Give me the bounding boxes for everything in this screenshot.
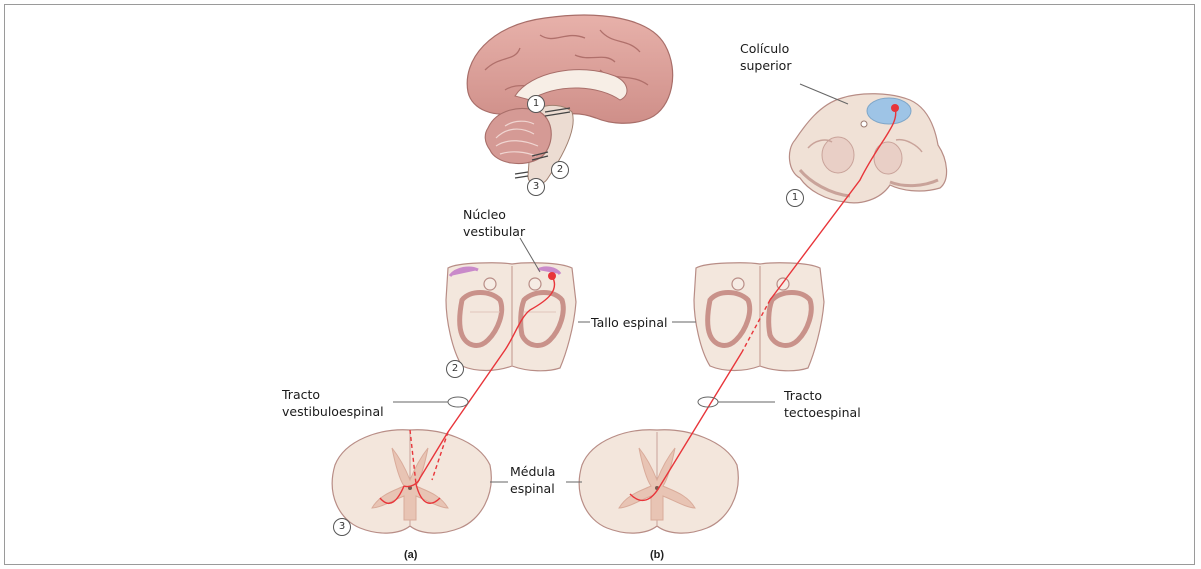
panel-label-b: (b) [650, 549, 664, 561]
label-brainstem: Tallo espinal [591, 314, 667, 331]
panel-label-a: (a) [404, 549, 417, 561]
label-superior-colliculus: Colículo superior [740, 40, 804, 74]
spinal-cord-section-b [579, 430, 738, 533]
medulla-section-b [694, 263, 824, 371]
medulla-section-a [446, 263, 576, 371]
label-vestibular-nucleus: Núcleo vestibular [463, 206, 525, 240]
marker-level-2-brain: 2 [551, 161, 569, 179]
marker-level-1-brain: 1 [527, 95, 545, 113]
marker-level-3-brain: 3 [527, 178, 545, 196]
label-tectospinal-tract: Tracto tectoespinal [784, 387, 864, 421]
marker-level-3-cord: 3 [333, 518, 351, 536]
marker-level-1-midbrain: 1 [786, 189, 804, 207]
marker-level-2-medulla: 2 [446, 360, 464, 378]
brain-medial-view [467, 15, 672, 185]
label-spinal-cord: Médula espinal [510, 463, 562, 497]
midbrain-section [789, 94, 946, 203]
label-vestibulospinal-tract: Tracto vestibuloespinal [282, 386, 402, 420]
